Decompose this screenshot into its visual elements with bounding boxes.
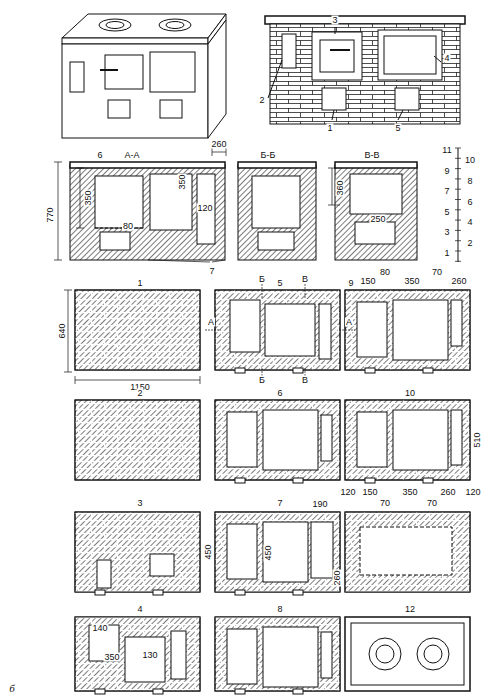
dimension: 350: [103, 653, 120, 662]
course-number: 4: [136, 605, 143, 614]
scale-number: 8: [466, 176, 473, 185]
course-plan: [345, 512, 470, 592]
course-number: 7: [276, 499, 283, 508]
section-label: А-А: [123, 151, 140, 160]
dimension: 120: [339, 488, 356, 497]
scale-number: 10: [464, 156, 476, 165]
section-mark: Б: [258, 376, 266, 385]
dimension: 70: [426, 499, 438, 508]
dimension: 350: [178, 173, 187, 190]
course-number: 1: [136, 279, 143, 288]
callout-number: 6: [96, 151, 103, 160]
dimension: 150: [361, 488, 378, 497]
figure-letter: б: [8, 683, 16, 694]
scale-number: 4: [466, 218, 473, 227]
dimension: 260: [333, 569, 342, 586]
course-number: 8: [276, 605, 283, 614]
section-mark: А: [345, 318, 353, 327]
course-number: 6: [276, 389, 283, 398]
course-plan: [345, 617, 470, 691]
course-number: 10: [404, 389, 416, 398]
section-mark: А: [207, 318, 215, 327]
course-plan: [215, 617, 340, 694]
course-plan: [345, 290, 470, 373]
course-plan: [75, 617, 200, 694]
course-plan: [345, 400, 470, 483]
section-mark: В: [301, 275, 309, 284]
scale-number: 11: [441, 146, 452, 155]
course-number: 3: [136, 499, 143, 508]
dimension: 120: [464, 488, 481, 497]
course-number: 12: [404, 605, 416, 614]
scale-number: 6: [466, 197, 473, 206]
scale-number: 2: [466, 238, 473, 247]
dimension: 120: [196, 204, 213, 213]
callout-number: 2: [258, 96, 265, 105]
dimension: 450: [264, 544, 273, 561]
course-plan: [215, 290, 340, 373]
dimension: 260: [450, 277, 467, 286]
dimension: 250: [369, 215, 386, 224]
scale-number: 9: [443, 166, 450, 175]
course-number: 5: [276, 279, 283, 288]
scale-number: 3: [443, 228, 450, 237]
dimension: 350: [84, 189, 93, 206]
course-plan: [75, 290, 200, 370]
section-mark: В: [301, 376, 309, 385]
callout-number: 5: [394, 124, 401, 133]
callout-number: 1: [326, 124, 333, 133]
section-mark: Б: [258, 275, 266, 284]
dimension: 80: [379, 268, 391, 277]
section-label: В-В: [363, 151, 380, 160]
dimension: 70: [431, 268, 443, 277]
callout-number: 7: [208, 267, 215, 276]
dimension: 350: [401, 488, 418, 497]
dimension: 140: [91, 624, 108, 633]
dimension: 130: [141, 651, 158, 660]
scale-number: 7: [443, 187, 450, 196]
course-number: 2: [136, 389, 143, 398]
dimension: 360: [336, 179, 345, 196]
dimension: 640: [58, 322, 67, 339]
dimension: 80: [122, 222, 134, 231]
course-plan: [75, 400, 200, 480]
scale-number: 1: [443, 249, 450, 258]
dimension: 510: [473, 431, 482, 448]
course-number: 9: [347, 279, 354, 288]
dimension: 350: [403, 277, 420, 286]
dimension: 150: [359, 277, 376, 286]
dimension: 70: [379, 499, 391, 508]
course-plan: [75, 512, 200, 595]
course-plan: [215, 512, 340, 595]
course-plan: [215, 400, 340, 483]
scale-number: 5: [443, 207, 450, 216]
callout-number: 4: [443, 54, 450, 63]
dimension: 260: [439, 488, 456, 497]
section-label: Б-Б: [260, 151, 277, 160]
dimension: 770: [46, 206, 55, 223]
dimension: 190: [311, 500, 328, 509]
callout-number: 3: [331, 16, 338, 25]
dimension: 450: [204, 543, 213, 560]
dimension: 260: [210, 140, 227, 149]
